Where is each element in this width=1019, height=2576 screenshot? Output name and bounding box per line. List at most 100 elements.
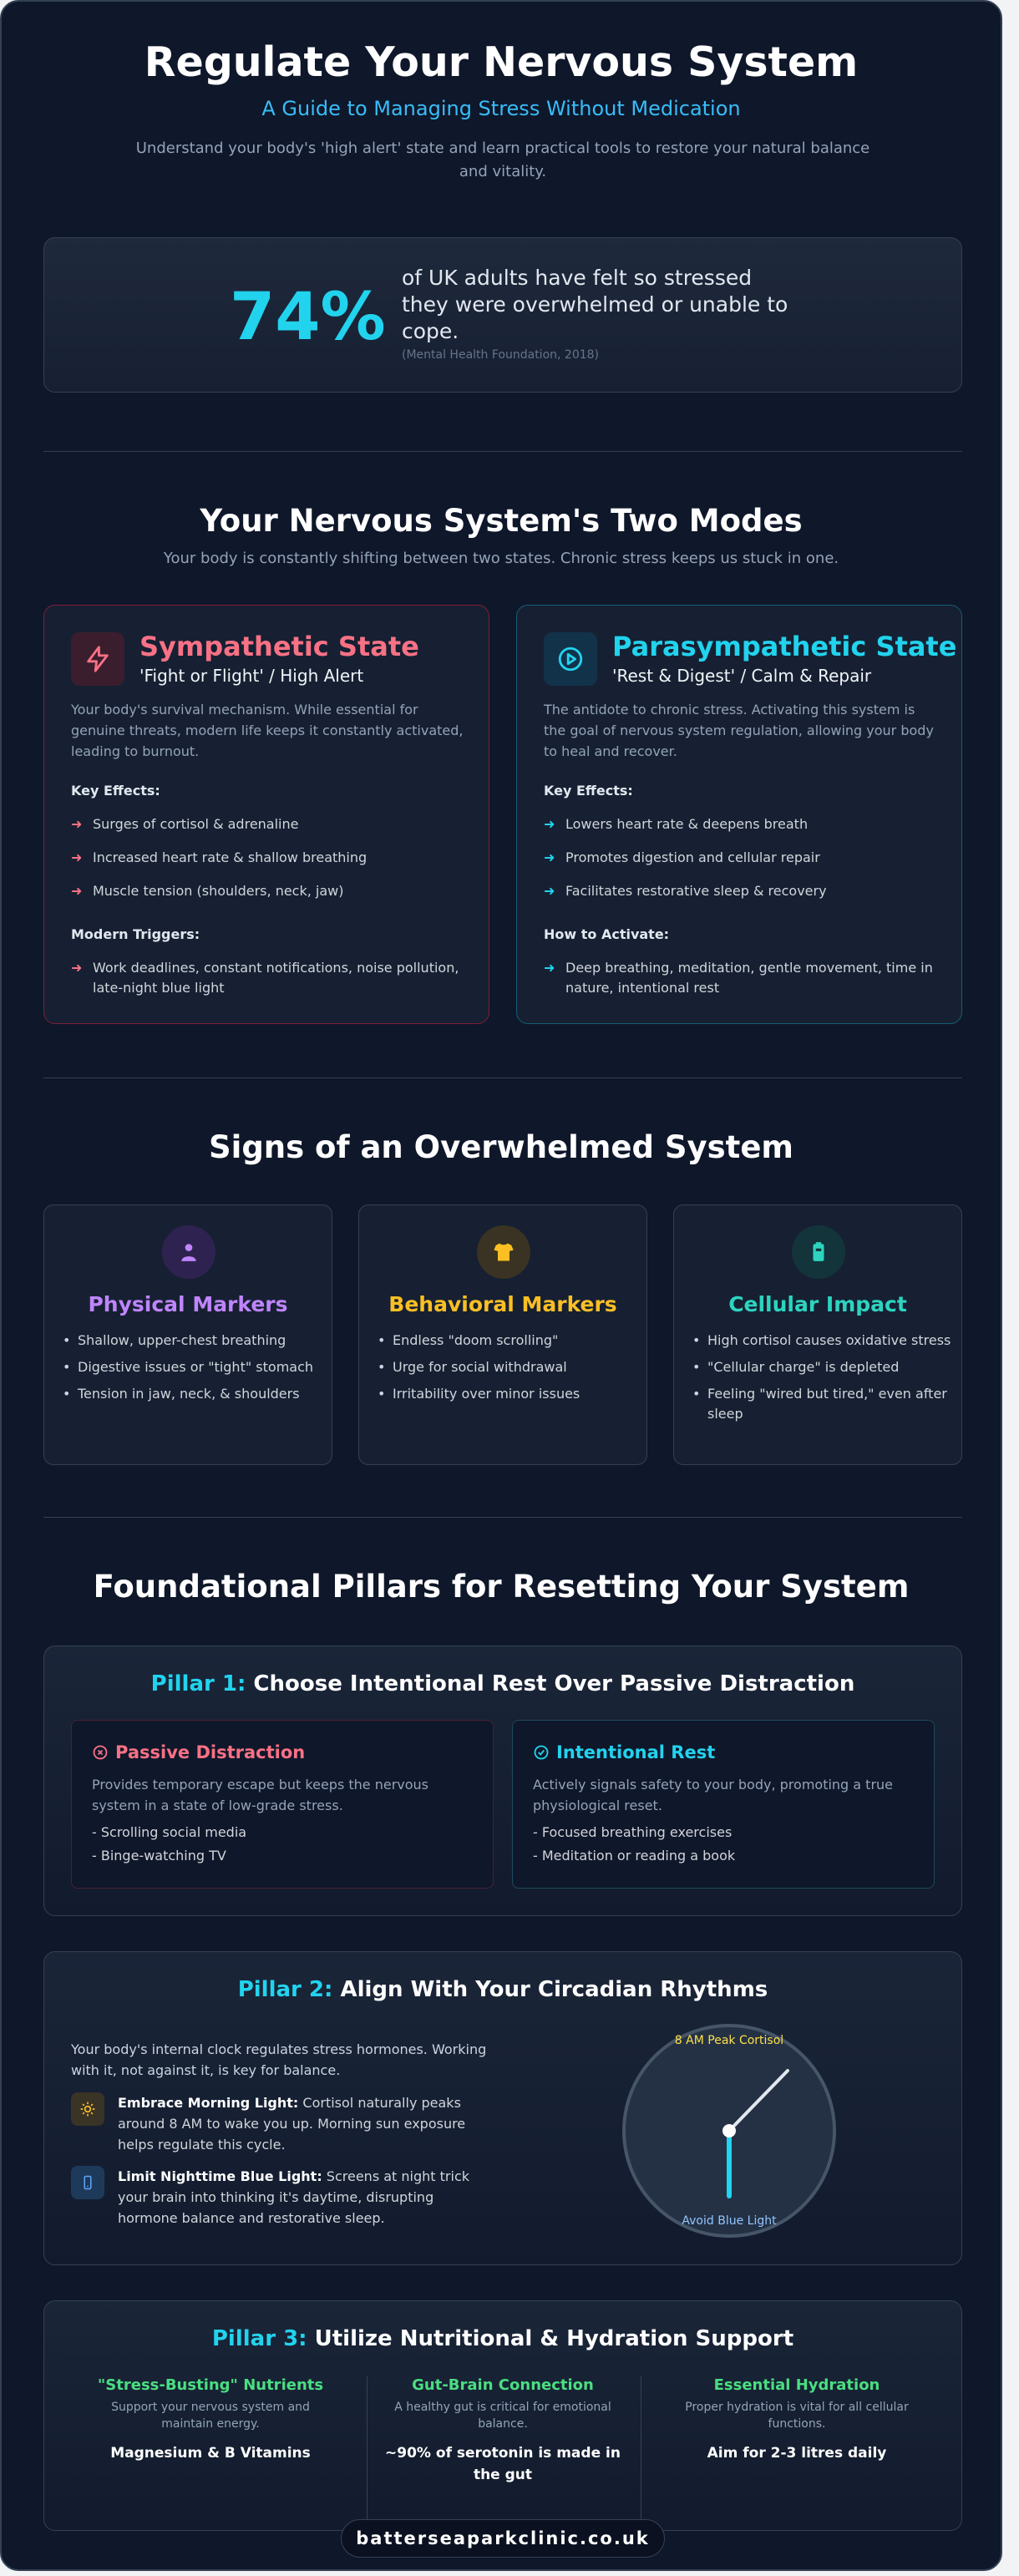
- list-item: Irritability over minor issues: [378, 1384, 636, 1404]
- gut-brain-title: Gut-Brain Connection: [412, 2376, 594, 2394]
- arrow-icon: ➜: [544, 883, 555, 899]
- passive-distraction-heading: Passive Distraction: [92, 1742, 305, 1762]
- sign-card-list: Endless "doom scrolling" Urge for social…: [378, 1331, 636, 1411]
- sympathetic-title: Sympathetic State: [139, 631, 419, 662]
- pillar-3-title: Pillar 3: Utilize Nutritional & Hydratio…: [211, 2326, 794, 2351]
- parasympathetic-title: Parasympathetic State: [612, 631, 957, 662]
- sign-card-title: Cellular Impact: [728, 1292, 907, 1316]
- list-item: Endless "doom scrolling": [378, 1331, 636, 1351]
- morning-light-tip: Embrace Morning Light: Cortisol naturall…: [71, 2092, 505, 2159]
- signs-title: Signs of an Overwhelmed System: [208, 1129, 793, 1165]
- sun-icon: [71, 2092, 104, 2126]
- nutrients-column: "Stress-Busting" Nutrients Support your …: [89, 2376, 332, 2464]
- sympathetic-tag: 'Fight or Flight' / High Alert: [139, 666, 364, 686]
- passive-distraction-box: Passive Distraction Provides temporary e…: [71, 1720, 494, 1889]
- parasympathetic-effects-label: Key Effects:: [544, 783, 633, 799]
- stat-value: 74%: [230, 280, 386, 355]
- pillar-1-card: Pillar 1: Choose Intentional Rest Over P…: [43, 1645, 962, 1916]
- list-item: ➜Muscle tension (shoulders, neck, jaw): [71, 881, 472, 901]
- x-circle-icon: [93, 1745, 108, 1760]
- list-item: - Scrolling social media: [92, 1824, 247, 1840]
- list-item: - Focused breathing exercises: [533, 1824, 733, 1840]
- parasympathetic-effects-list: ➜Lowers heart rate & deepens breath ➜Pro…: [544, 814, 945, 915]
- pillar-1-title: Pillar 1: Choose Intentional Rest Over P…: [150, 1671, 855, 1696]
- hydration-desc: Proper hydration is vital for all cellul…: [685, 2401, 909, 2431]
- parasympathetic-desc: The antidote to chronic stress. Activati…: [544, 702, 934, 759]
- parasympathetic-activate-list: ➜Deep breathing, meditation, gentle move…: [544, 958, 945, 1012]
- arrow-icon: ➜: [71, 849, 83, 865]
- page-intro: Understand your body's 'high alert' stat…: [135, 139, 870, 180]
- stat-callout: 74% of UK adults have felt so stressed t…: [43, 237, 962, 393]
- sign-card-physical: Physical Markers Shallow, upper-chest br…: [43, 1204, 332, 1465]
- list-item: ➜Surges of cortisol & adrenaline: [71, 814, 472, 834]
- hydration-column: Essential Hydration Proper hydration is …: [676, 2376, 918, 2464]
- nutrients-desc: Support your nervous system and maintain…: [111, 2401, 310, 2431]
- clock-hand-morning: [727, 2069, 789, 2132]
- list-item: Shallow, upper-chest breathing: [63, 1331, 322, 1351]
- gut-brain-desc: A healthy gut is critical for emotional …: [394, 2401, 611, 2431]
- list-item: Digestive issues or "tight" stomach: [63, 1357, 322, 1377]
- sign-card-list: High cortisol causes oxidative stress "C…: [692, 1331, 951, 1431]
- arrow-icon: ➜: [544, 816, 555, 832]
- pillars-title: Foundational Pillars for Resetting Your …: [93, 1569, 910, 1605]
- list-item: ➜Deep breathing, meditation, gentle move…: [544, 960, 933, 996]
- passive-distraction-desc: Provides temporary escape but keeps the …: [92, 1777, 429, 1813]
- clock-top-label: 8 AM Peak Cortisol: [675, 2034, 783, 2047]
- clock-center: [722, 2124, 736, 2137]
- sign-card-cellular: Cellular Impact High cortisol causes oxi…: [673, 1204, 962, 1465]
- hydration-value: Aim for 2-3 litres daily: [707, 2445, 887, 2462]
- sympathetic-effects-label: Key Effects:: [71, 783, 160, 799]
- nutrients-title: "Stress-Busting" Nutrients: [97, 2376, 324, 2394]
- intentional-rest-heading: Intentional Rest: [533, 1742, 715, 1762]
- list-item: High cortisol causes oxidative stress: [692, 1331, 951, 1351]
- list-item: ➜Facilitates restorative sleep & recover…: [544, 881, 945, 901]
- sign-card-title: Behavioral Markers: [388, 1292, 617, 1316]
- battery-icon: [792, 1225, 845, 1279]
- circadian-intro: Your body's internal clock regulates str…: [71, 2041, 487, 2078]
- sympathetic-card: Sympathetic State 'Fight or Flight' / Hi…: [43, 605, 489, 1024]
- parasympathetic-activate-label: How to Activate:: [544, 926, 670, 942]
- list-item: - Meditation or reading a book: [533, 1848, 736, 1864]
- modes-title: Your Nervous System's Two Modes: [200, 503, 803, 539]
- gut-brain-column: Gut-Brain Connection A healthy gut is cr…: [382, 2376, 624, 2486]
- sympathetic-triggers-label: Modern Triggers:: [71, 926, 200, 942]
- list-item: "Cellular charge" is depleted: [692, 1357, 951, 1377]
- divider: [43, 1517, 962, 1518]
- list-item: ➜Work deadlines, constant notifications,…: [71, 960, 459, 996]
- intentional-rest-box: Intentional Rest Actively signals safety…: [512, 1720, 935, 1889]
- list-item: - Binge-watching TV: [92, 1848, 226, 1864]
- divider: [43, 451, 962, 452]
- sign-card-behavioral: Behavioral Markers Endless "doom scrolli…: [358, 1204, 647, 1465]
- sympathetic-effects-list: ➜Surges of cortisol & adrenaline ➜Increa…: [71, 814, 472, 915]
- arrow-icon: ➜: [71, 816, 83, 832]
- arrow-icon: ➜: [71, 960, 83, 976]
- person-icon: [162, 1225, 215, 1279]
- nutrients-value: Magnesium & B Vitamins: [110, 2445, 311, 2462]
- pillar-3-card: Pillar 3: Utilize Nutritional & Hydratio…: [43, 2300, 962, 2532]
- arrow-icon: ➜: [544, 960, 555, 976]
- play-circle-icon: [544, 632, 597, 686]
- footer-site-link[interactable]: batterseaparkclinic.co.uk: [341, 2519, 665, 2558]
- modes-subtitle: Your body is constantly shifting between…: [163, 550, 839, 567]
- arrow-icon: ➜: [71, 883, 83, 899]
- sympathetic-desc: Your body's survival mechanism. While es…: [71, 702, 464, 759]
- stat-text: of UK adults have felt so stressed they …: [402, 266, 788, 343]
- blue-light-text: Limit Nighttime Blue Light: Screens at n…: [118, 2168, 469, 2226]
- list-item: Urge for social withdrawal: [378, 1357, 636, 1377]
- morning-light-text: Embrace Morning Light: Cortisol naturall…: [118, 2095, 466, 2153]
- phone-icon: [71, 2166, 104, 2199]
- hydration-title: Essential Hydration: [713, 2376, 880, 2394]
- check-circle-icon: [534, 1745, 549, 1760]
- divider: [367, 2376, 368, 2532]
- blue-light-tip: Limit Nighttime Blue Light: Screens at n…: [71, 2166, 505, 2233]
- list-item: ➜Increased heart rate & shallow breathin…: [71, 848, 472, 868]
- pillar-2-card: Pillar 2: Align With Your Circadian Rhyt…: [43, 1951, 962, 2265]
- intentional-rest-desc: Actively signals safety to your body, pr…: [533, 1777, 894, 1813]
- list-item: ➜Promotes digestion and cellular repair: [544, 848, 945, 868]
- sign-card-title: Physical Markers: [88, 1292, 288, 1316]
- parasympathetic-card: Parasympathetic State 'Rest & Digest' / …: [516, 605, 962, 1024]
- shirt-icon: [477, 1225, 530, 1279]
- page-subtitle: A Guide to Managing Stress Without Medic…: [261, 97, 741, 120]
- arrow-icon: ➜: [544, 849, 555, 865]
